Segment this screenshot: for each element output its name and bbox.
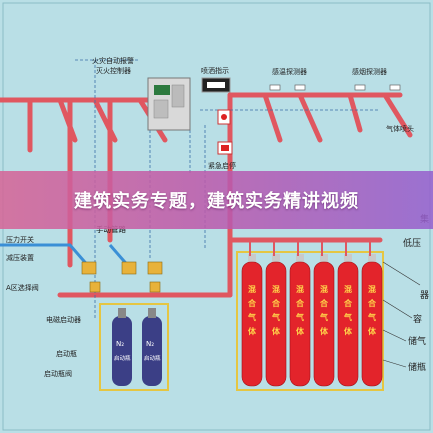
- cylinder-valve: [272, 254, 280, 264]
- cylinder-char: 混: [272, 284, 280, 294]
- label-relief-valve: 减压装置: [6, 253, 34, 262]
- label-spray-indicator: 喷洒指示: [201, 66, 229, 75]
- n2-bottle-1: [112, 316, 132, 386]
- n2-label-2: N₂: [146, 340, 154, 348]
- cylinder-char: 气: [319, 312, 328, 322]
- n2-label-1: N₂: [116, 340, 124, 348]
- n2-bottle-1-valve: [118, 308, 126, 318]
- cylinder-char: 合: [271, 298, 281, 308]
- smoke-detector-2: [389, 84, 401, 91]
- cylinder-valve: [248, 254, 256, 264]
- valve-5: [149, 281, 161, 293]
- leader-2: [382, 299, 413, 319]
- label-gas-nozzle: 气体喷头: [386, 124, 414, 133]
- pipe-drop-5: [262, 92, 283, 143]
- cylinder-char: 气: [367, 312, 376, 322]
- label-emergency-stop: 紧急启停: [208, 161, 236, 170]
- detectors: [269, 84, 401, 91]
- cylinder-char: 合: [295, 298, 305, 308]
- cylinder-valve: [320, 254, 328, 264]
- cylinder-char: 合: [367, 298, 377, 308]
- storage-cylinder: [313, 261, 335, 387]
- label-smoke-detector: 感烟探测器: [352, 67, 387, 76]
- pipe-drop-6: [297, 92, 323, 143]
- storage-cylinder: [361, 261, 383, 387]
- cylinder-valve: [296, 254, 304, 264]
- emergency-stop-button: [221, 114, 227, 120]
- cylinder-char: 混: [344, 284, 352, 294]
- valve-2: [121, 261, 137, 275]
- label-start-bottle: 启动瓶: [56, 349, 77, 358]
- cylinder-char: 体: [272, 326, 281, 336]
- cylinder-char: 体: [248, 326, 257, 336]
- cylinder-char: 混: [320, 284, 328, 294]
- title-banner: 建筑实务专题，建筑实务精讲视频: [0, 171, 433, 229]
- valve-4: [89, 281, 101, 293]
- label-equip-edge: 器: [420, 290, 429, 301]
- leader-3: [382, 329, 407, 342]
- n2-sub-2: 启动瓶: [144, 354, 161, 362]
- cylinder-char: 合: [343, 298, 353, 308]
- banner-title: 建筑实务专题，建筑实务精讲视频: [74, 191, 359, 212]
- spray-indicator-light: [207, 82, 225, 88]
- fire-controller-panel: [147, 77, 191, 131]
- smoke-detector-1: [354, 84, 366, 91]
- heat-detector-2: [294, 84, 306, 91]
- cylinder-char: 气: [271, 312, 280, 322]
- right-leader-lines: [382, 261, 421, 368]
- n2-sub-1: 启动瓶: [114, 354, 131, 362]
- label-storage-bottle: 储瓶: [408, 361, 426, 373]
- valves: [81, 261, 163, 293]
- emergency-stop-indicator: [221, 145, 229, 151]
- label-container: 容: [413, 313, 422, 325]
- pipe-drop-8: [382, 92, 413, 138]
- label-storage-gas: 储气: [408, 335, 426, 347]
- cylinder-rack-frame: [236, 251, 384, 391]
- cylinder-char: 体: [296, 326, 305, 336]
- n2-bottles: [112, 308, 162, 386]
- leader-1: [382, 261, 421, 286]
- label-zone-a-valve: A区选择阀: [6, 283, 39, 292]
- cylinder-char: 体: [320, 326, 329, 336]
- label-heat-detector: 感温探测器: [272, 67, 307, 76]
- label-fire-controller: 火灾自动报警: [92, 56, 134, 65]
- pipe-drop-7: [347, 92, 363, 133]
- valve-3: [147, 261, 163, 275]
- manifold-connectors: [249, 240, 371, 256]
- blue-pipe-left: [0, 243, 92, 269]
- cylinder-char: 体: [368, 326, 377, 336]
- controller-keys: [171, 84, 185, 108]
- cylinder-valve: [368, 254, 376, 264]
- n2-bottle-2-valve: [148, 308, 156, 318]
- label-start-valve: 启动瓶阀: [44, 369, 72, 378]
- controller-buttons: [153, 99, 169, 119]
- label-pressure-switch: 压力开关: [6, 235, 34, 244]
- cylinder-char: 合: [319, 298, 329, 308]
- storage-cylinder: [289, 261, 311, 387]
- valve-1: [81, 261, 97, 275]
- n2-bottle-frame: [99, 303, 169, 391]
- cylinder-char: 混: [296, 284, 304, 294]
- label-low-pressure: 低压: [403, 237, 421, 249]
- storage-cylinder: [241, 261, 263, 387]
- n2-bottle-2: [142, 316, 162, 386]
- cylinder-char: 气: [295, 312, 304, 322]
- storage-cylinder: [337, 261, 359, 387]
- label-solenoid: 电磁启动器: [46, 315, 81, 324]
- cylinder-char: 气: [343, 312, 352, 322]
- label-fire-controller-2: 灭火控制器: [96, 66, 131, 75]
- label-manual-pipe: 手动管路: [96, 224, 126, 234]
- cylinder-char: 气: [247, 312, 256, 322]
- cylinder-char: 体: [344, 326, 353, 336]
- cylinder-char: 合: [247, 298, 257, 308]
- heat-detector-1: [269, 84, 281, 91]
- cylinder-char: 混: [368, 284, 376, 294]
- cylinder-valve: [344, 254, 352, 264]
- storage-cylinder: [265, 261, 287, 387]
- controller-screen: [154, 85, 170, 95]
- leader-4: [382, 359, 407, 368]
- cylinder-char: 混: [248, 284, 256, 294]
